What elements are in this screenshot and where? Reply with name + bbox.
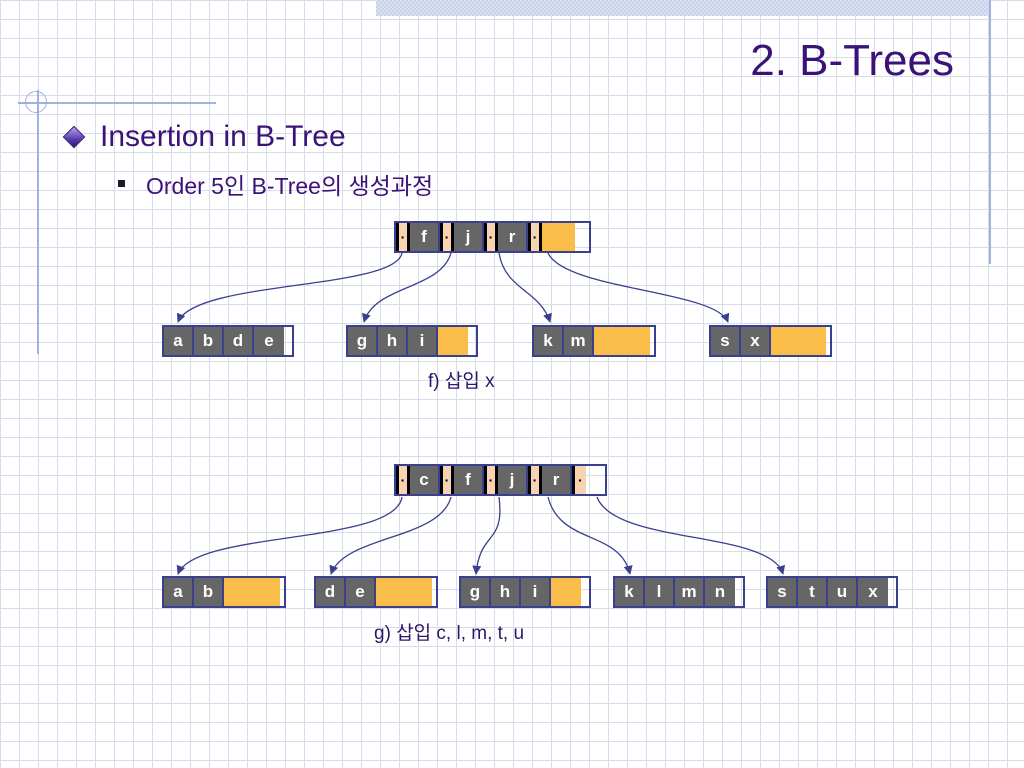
key-cell: m [564, 327, 594, 355]
node-f-child-1: g h i [346, 325, 478, 357]
key-cell: b [194, 327, 224, 355]
pointer-cell: · [396, 223, 410, 251]
caption-f: f) 삽입 x [428, 371, 495, 392]
key-cell: x [741, 327, 771, 355]
key-cell: t [798, 578, 828, 606]
square-bullet-icon [118, 180, 125, 187]
arrow-g-0 [176, 496, 403, 575]
key-cell: a [164, 578, 194, 606]
node-g-child-3: k l m n [613, 576, 745, 608]
key-cell: r [498, 223, 528, 251]
subheading: Order 5인 B-Tree의 생성과정 [146, 173, 434, 199]
node-f-child-2: k m [532, 325, 656, 357]
pointer-cell: · [484, 223, 498, 251]
slide-title: 2. B-Trees [750, 36, 954, 85]
key-cell: e [254, 327, 284, 355]
key-cell: j [454, 223, 484, 251]
decorative-vertical-line-right [989, 0, 991, 264]
key-cell: h [491, 578, 521, 606]
key-cell: s [768, 578, 798, 606]
key-cell: i [521, 578, 551, 606]
caption-g: g) 삽입 c, l, m, t, u [374, 623, 525, 644]
key-cell: x [858, 578, 888, 606]
key-cell: k [615, 578, 645, 606]
decorative-vertical-line-left [37, 90, 39, 354]
node-f-root: · f · j · r · [394, 221, 591, 253]
pointer-cell: · [572, 466, 586, 494]
key-cell: u [828, 578, 858, 606]
node-g-child-0: a b [162, 576, 286, 608]
arrow-f-1 [361, 252, 452, 323]
pointer-cell: · [528, 223, 542, 251]
empty-key-cell [594, 327, 650, 355]
key-cell: f [410, 223, 440, 251]
key-cell: k [534, 327, 564, 355]
key-cell: s [711, 327, 741, 355]
empty-key-cell [542, 223, 575, 251]
arrow-g-3 [547, 496, 633, 575]
node-g-child-1: d e [314, 576, 438, 608]
key-cell: m [675, 578, 705, 606]
key-cell: r [542, 466, 572, 494]
decorative-circle [25, 91, 47, 113]
key-cell: e [346, 578, 376, 606]
pointer-cell: · [440, 223, 454, 251]
key-cell: g [348, 327, 378, 355]
arrow-g-2 [472, 496, 501, 575]
key-cell: a [164, 327, 194, 355]
arrow-g-1 [329, 496, 452, 575]
empty-key-cell [551, 578, 581, 606]
section-heading: Insertion in B-Tree [100, 120, 346, 153]
key-cell: f [454, 466, 484, 494]
key-cell: b [194, 578, 224, 606]
empty-key-cell [376, 578, 432, 606]
empty-key-cell [771, 327, 826, 355]
key-cell: d [316, 578, 346, 606]
pointer-cell: · [484, 466, 498, 494]
node-g-root: · c · f · j · r · [394, 464, 607, 496]
key-cell: i [408, 327, 438, 355]
decorative-band [376, 0, 990, 16]
node-g-child-4: s t u x [766, 576, 898, 608]
key-cell: h [378, 327, 408, 355]
key-cell: g [461, 578, 491, 606]
key-cell: l [645, 578, 675, 606]
node-f-child-3: s x [709, 325, 832, 357]
arrow-f-2 [498, 252, 552, 323]
arrow-f-3 [547, 252, 730, 323]
key-cell: d [224, 327, 254, 355]
arrow-f-0 [176, 252, 403, 323]
node-g-child-2: g h i [459, 576, 591, 608]
arrow-g-4 [596, 496, 786, 575]
pointer-cell: · [396, 466, 410, 494]
decorative-horizontal-line [18, 102, 216, 104]
empty-key-cell [438, 327, 468, 355]
key-cell: c [410, 466, 440, 494]
empty-key-cell [224, 578, 280, 606]
pointer-cell: · [528, 466, 542, 494]
key-cell: j [498, 466, 528, 494]
key-cell: n [705, 578, 735, 606]
pointer-cell: · [440, 466, 454, 494]
node-f-child-0: a b d e [162, 325, 294, 357]
